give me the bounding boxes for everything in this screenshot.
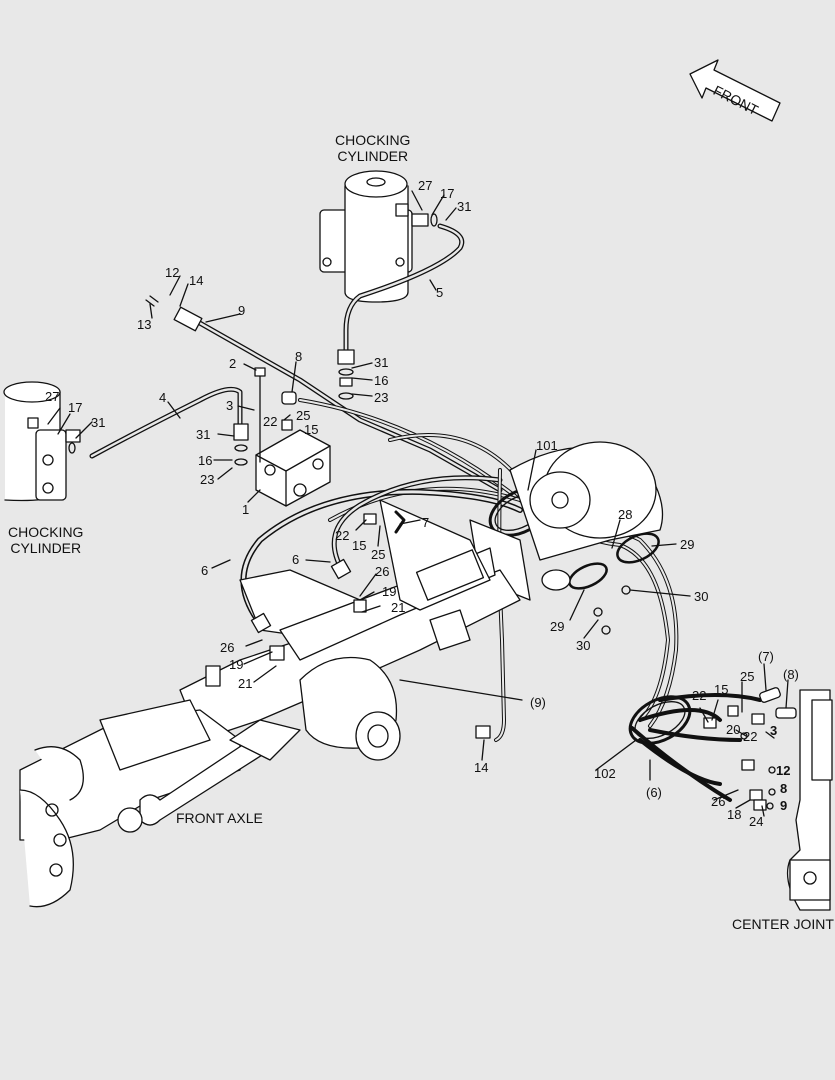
callout-20: 20	[726, 722, 741, 737]
chocking-cylinder-left-title: CHOCKING CYLINDER	[8, 524, 83, 556]
callout-25: 25	[371, 547, 386, 562]
callout-101: 101	[536, 438, 558, 453]
callout-21: 21	[238, 676, 253, 691]
callout-3: 3	[770, 723, 778, 738]
axle-hub	[469, 441, 664, 601]
callout-24: 24	[749, 814, 764, 829]
title-line-2: CYLINDER	[10, 540, 82, 556]
callout-8: 8	[780, 781, 788, 796]
callout-3: 3	[226, 398, 234, 413]
callout-22: 22	[335, 528, 350, 543]
callout-6: 6	[201, 563, 209, 578]
callout-5: 5	[436, 285, 444, 300]
callout-21: 21	[391, 600, 406, 615]
callout-27: 27	[418, 178, 433, 193]
callout-2: 2	[229, 356, 237, 371]
title-line-1: CHOCKING	[8, 524, 84, 540]
callout-102: 102	[594, 766, 616, 781]
callout-7: 7	[422, 515, 430, 530]
callout-9: 9	[780, 798, 788, 813]
callout-(7): (7)	[758, 649, 774, 664]
callout-22: 22	[692, 688, 707, 703]
callout-16: 16	[374, 373, 389, 388]
title-line-2: CYLINDER	[337, 148, 409, 164]
callout-17: 17	[440, 186, 455, 201]
callout-4: 4	[159, 390, 167, 405]
callout-30: 30	[576, 638, 591, 653]
callout-15: 15	[304, 422, 319, 437]
callout-31: 31	[91, 415, 106, 430]
callout-26: 26	[375, 564, 390, 579]
callout-(8): (8)	[783, 667, 799, 682]
callout-14: 14	[474, 760, 489, 775]
front-axle	[19, 499, 521, 908]
callout-8: 8	[295, 349, 303, 364]
callout-23: 23	[374, 390, 389, 405]
callout-31: 31	[457, 199, 472, 214]
chocking-cylinder-top	[319, 170, 413, 303]
callout-6: 6	[292, 552, 300, 567]
callout-22: 22	[263, 414, 278, 429]
callout-26: 26	[711, 794, 726, 809]
callout-25: 25	[740, 669, 755, 684]
callout-19: 19	[229, 657, 244, 672]
callout-9: 9	[238, 303, 246, 318]
callout-29: 29	[680, 537, 695, 552]
callout-31: 31	[374, 355, 389, 370]
valve-block	[254, 367, 331, 507]
callout-25: 25	[296, 408, 311, 423]
callout-14: 14	[189, 273, 204, 288]
callout-12: 12	[165, 265, 180, 280]
callout-15: 15	[352, 538, 367, 553]
callout-22: 22	[743, 729, 758, 744]
front-direction-arrow	[689, 59, 781, 122]
chocking-cylinder-left	[3, 381, 67, 502]
callout-1: 1	[242, 502, 250, 517]
callout-(9): (9)	[530, 695, 546, 710]
callout-26: 26	[220, 640, 235, 655]
callout-(6): (6)	[646, 785, 662, 800]
callout-29: 29	[550, 619, 565, 634]
callout-13: 13	[137, 317, 152, 332]
callout-31: 31	[196, 427, 211, 442]
chocking-cylinder-top-title: CHOCKING CYLINDER	[335, 132, 410, 164]
center-joint	[786, 689, 833, 911]
callout-18: 18	[727, 807, 742, 822]
center-joint-title: CENTER JOINT	[732, 916, 834, 932]
callout-19: 19	[382, 584, 397, 599]
callout-28: 28	[618, 507, 633, 522]
callout-23: 23	[200, 472, 215, 487]
center-joint-fittings	[703, 687, 797, 811]
callout-30: 30	[694, 589, 709, 604]
callout-15: 15	[714, 682, 729, 697]
title-line-1: CHOCKING	[335, 132, 411, 148]
callout-16: 16	[198, 453, 213, 468]
callout-27: 27	[45, 389, 60, 404]
front-axle-title: FRONT AXLE	[176, 810, 263, 826]
callout-12: 12	[776, 763, 791, 778]
callout-17: 17	[68, 400, 83, 415]
